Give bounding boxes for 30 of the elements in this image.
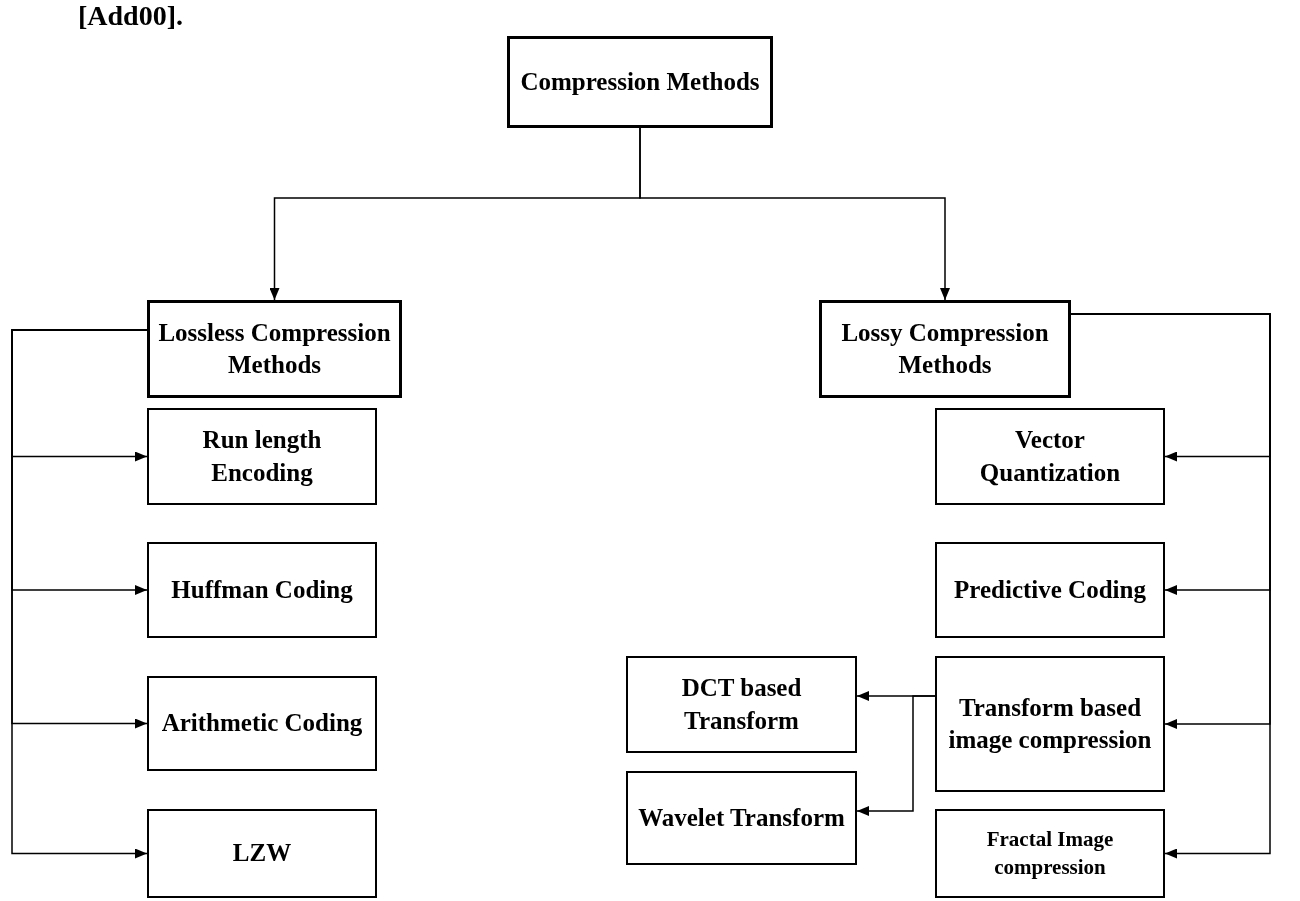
- node-label: Run length Encoding: [201, 425, 323, 488]
- arrow: [11, 329, 148, 859]
- method-box: [147, 542, 377, 638]
- node-label: Huffman Coding: [170, 574, 354, 605]
- method-box: [819, 300, 1071, 398]
- method-box: [626, 771, 857, 865]
- method-box: [147, 676, 377, 771]
- node-label: Lossless Compression Methods: [157, 317, 392, 380]
- method-box: [147, 408, 377, 505]
- method-box: [935, 656, 1165, 792]
- method-box: [147, 300, 402, 398]
- node-label: Fractal Image compression: [985, 826, 1115, 881]
- node-label: Wavelet Transform: [637, 802, 846, 833]
- method-box: [935, 809, 1165, 898]
- method-box: [626, 656, 857, 753]
- method-box: [507, 36, 773, 128]
- node-label: Compression Methods: [519, 66, 761, 97]
- node-label: Lossy Compression Methods: [840, 317, 1050, 380]
- method-box: [147, 809, 377, 898]
- node-label: LZW: [231, 838, 293, 869]
- node-label: Vector Quantization: [978, 425, 1122, 488]
- node-label: DCT based Transform: [680, 673, 803, 736]
- arrow: [856, 695, 936, 816]
- method-box: [935, 408, 1165, 505]
- node-label: Arithmetic Coding: [160, 708, 364, 739]
- citation-text: [Add00].: [78, 0, 183, 32]
- method-box: [935, 542, 1165, 638]
- node-label: Transform based image compression: [947, 692, 1153, 755]
- arrow: [639, 127, 950, 301]
- node-label: Predictive Coding: [953, 574, 1147, 605]
